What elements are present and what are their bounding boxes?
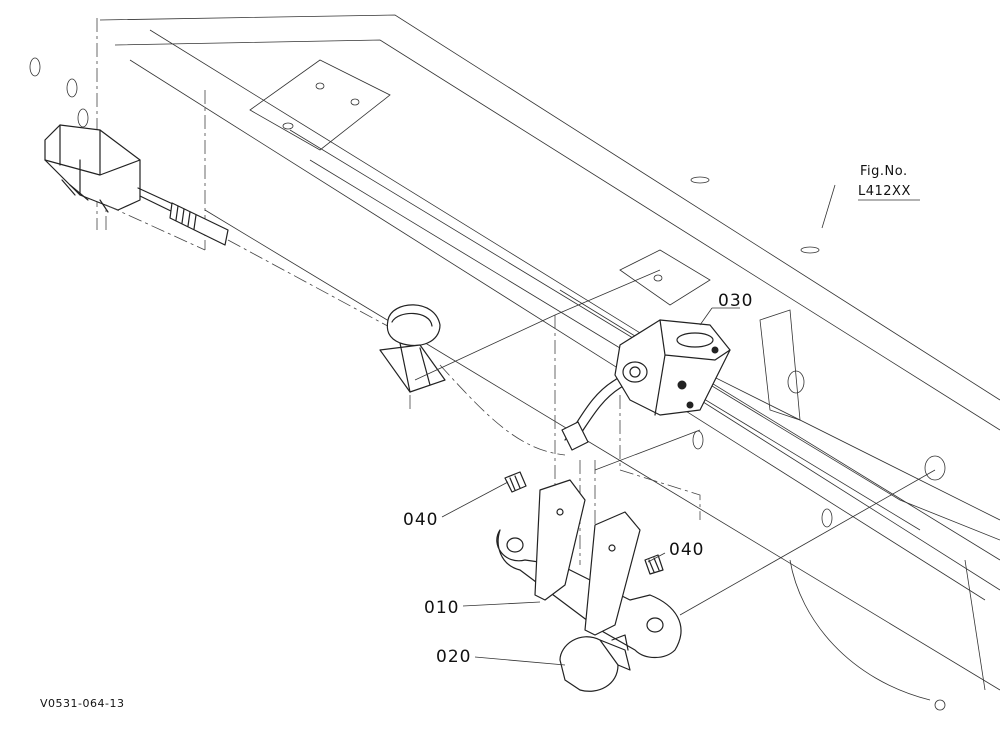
screw-left [504,471,527,493]
part-label-010: 010 [424,598,460,618]
part-label-020: 020 [436,647,472,667]
sensor-lead [561,367,637,451]
fig-no-label: Fig.No. [860,164,908,179]
frame-panel [29,14,1000,711]
part-label-040-right: 040 [669,540,705,560]
cable-clamp [379,304,446,410]
bracket [496,479,682,659]
sensor-body [614,319,731,416]
part-label-030: 030 [718,291,754,311]
leader-lines [441,184,920,666]
part-label-040-left: 040 [403,510,439,530]
bolt [559,634,631,692]
harness-connector [44,124,396,331]
drawing-code: V0531-064-13 [40,697,125,710]
fig-no-value: L412XX [858,184,911,199]
screw-right [644,554,664,575]
